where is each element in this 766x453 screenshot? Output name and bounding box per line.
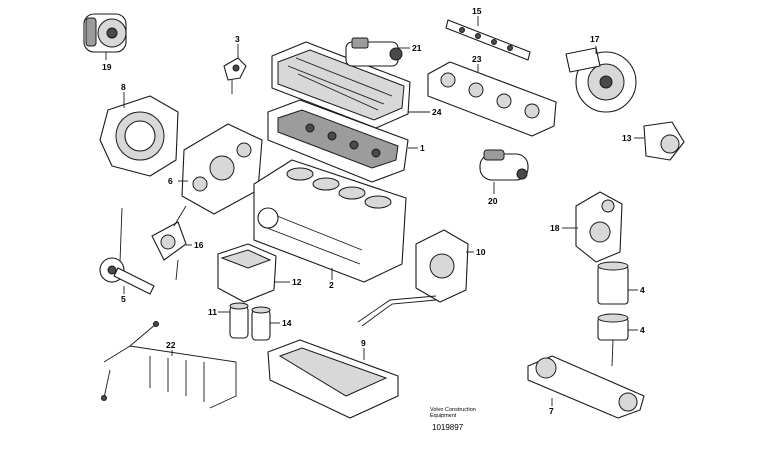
callout-16: 16: [194, 240, 204, 250]
part-5-camshaft: [99, 207, 155, 295]
callout-17: 17: [590, 34, 600, 44]
leader-lines: [105, 16, 644, 406]
callout-20: 20: [488, 196, 498, 206]
part-1-cylinder-head: [267, 99, 409, 183]
part-8-flywheel-housing: [99, 95, 179, 177]
callout-10: 10: [476, 247, 486, 257]
callout-4-liner: 4: [640, 285, 645, 295]
part-23-exhaust-manifold: [427, 61, 557, 137]
part-16-assembly: [151, 205, 187, 281]
part-3-sensor: [223, 57, 247, 94]
part-18-pump-housing: [575, 191, 623, 263]
callout-13: 13: [622, 133, 632, 143]
callout-5-camshaft: 5: [121, 294, 126, 304]
part-17-turbocharger: [565, 47, 637, 113]
callout-7: 7: [549, 406, 554, 416]
part-11-oil-filter: [229, 302, 249, 339]
part-6-timing-cover: [181, 123, 263, 215]
callout-19: 19: [102, 62, 112, 72]
part-9-oil-pan: [267, 339, 399, 419]
part-13-thermostat-housing: [643, 121, 685, 161]
drawing-number: 1019897: [432, 423, 464, 432]
part-12-oil-cooler: [217, 243, 277, 303]
callout-18: 18: [550, 223, 560, 233]
callout-14: 14: [282, 318, 292, 328]
callout-15: 15: [472, 6, 482, 16]
callout-21: 21: [412, 43, 422, 53]
callout-23: 23: [472, 54, 482, 64]
callout-8: 8: [121, 82, 126, 92]
part-20-starter-motor: [479, 149, 529, 181]
part-7-crankshaft: [527, 355, 645, 419]
part-14-fuel-filter: [251, 306, 271, 341]
part-4-cylinder-liner: [597, 261, 629, 305]
part-10-front-cover: [415, 229, 469, 303]
callout-6: 6: [168, 176, 173, 186]
callout-24: 24: [432, 107, 442, 117]
callout-2: 2: [329, 280, 334, 290]
part-15-fuel-rail: [445, 19, 531, 61]
part-2-engine-block: [253, 159, 407, 283]
callout-1: 1: [420, 143, 425, 153]
part-4-piston: [597, 313, 629, 367]
callout-9: 9: [361, 338, 366, 348]
callout-12: 12: [292, 277, 302, 287]
part-22-wiring-harness: [101, 321, 237, 409]
part-24-rocker-cover: [271, 41, 411, 129]
brand-caption: Volvo Construction Equipment: [430, 407, 476, 419]
callout-11: 11: [208, 307, 217, 317]
callout-4-piston: 4: [640, 325, 645, 335]
callout-3: 3: [235, 34, 240, 44]
callout-labels: 19 3 8 6 1 21 24 15 23 17 13 20 18 10 16…: [102, 6, 645, 416]
part-21-component: [345, 37, 403, 67]
part-19-alternator: [83, 13, 127, 53]
callout-22: 22: [166, 340, 176, 350]
dipstick-tube: [357, 295, 437, 327]
